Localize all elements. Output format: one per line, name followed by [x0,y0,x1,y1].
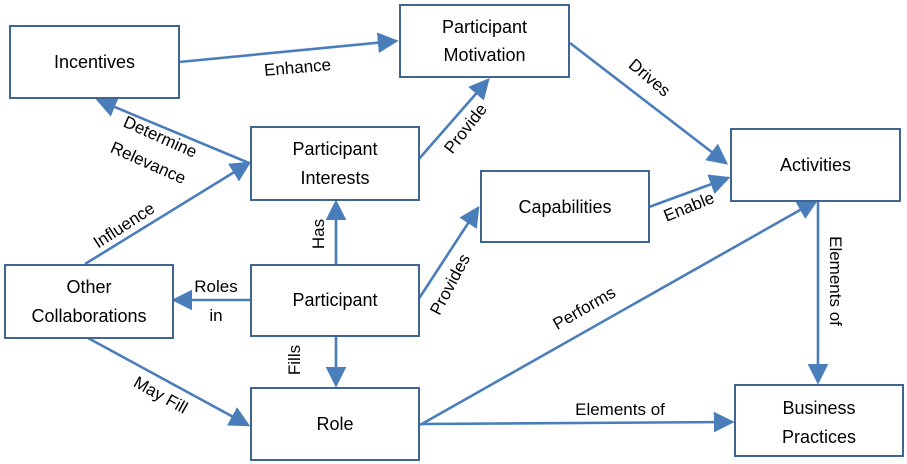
node-activities: Activities [730,128,901,202]
node-participant: Participant [250,264,420,337]
node-practices-line2: Practices [782,427,856,447]
node-capabilities: Capabilities [480,170,650,243]
node-participant-text: Participant [292,290,377,310]
label-enhance: Enhance [263,55,332,80]
edge-interests-to-motivation [417,78,490,161]
node-incentives: Incentives [9,25,180,99]
edge-other-to-interests [84,161,252,266]
edge-incentives-to-motivation [178,32,399,64]
node-motivation-line2: Motivation [443,45,525,65]
label-elements-of-vertical: Elements of [826,236,845,326]
edge-role-to-activities [419,199,819,427]
label-may-fill: May Fill [130,373,190,418]
node-other-collaborations: Other Collaborations [4,264,174,339]
node-interests-line1: Participant [292,139,377,159]
node-practices-line1: Business [782,398,855,418]
edge-interests-to-incentives [95,97,250,165]
edge-role-to-practices [421,411,735,433]
label-drives: Drives [625,55,674,101]
node-business-practices: Business Practices [734,384,904,457]
node-role: Role [250,387,420,461]
node-role-text: Role [316,414,353,434]
node-incentives-text: Incentives [54,52,135,72]
node-activities-text: Activities [780,155,851,175]
label-enable: Enable [661,188,717,225]
label-roles-line1: Roles [194,277,237,296]
label-fills: Fills [285,345,304,375]
node-participant-motivation: Participant Motivation [399,4,570,78]
node-other-line2: Collaborations [31,306,146,326]
edge-labels: Enhance Drives Provide Determine Relevan… [90,55,845,419]
node-motivation-line1: Participant [442,17,527,37]
edge-participant-to-capabilities [416,205,480,301]
edge-motivation-to-activities [569,41,729,165]
node-participant-interests: Participant Interests [250,126,420,201]
label-elements-of-horizontal: Elements of [575,400,665,419]
label-provides: Provides [426,251,474,318]
node-interests-line2: Interests [300,168,369,188]
node-other-line1: Other [66,277,111,297]
edges [84,32,829,433]
node-capabilities-text: Capabilities [518,197,611,217]
edge-capabilities-to-activities [648,174,731,209]
label-has: Has [309,219,328,249]
label-roles-line2: in [209,306,222,325]
label-provide: Provide [440,100,490,157]
edge-other-to-role [87,336,251,427]
label-performs: Performs [550,283,619,334]
